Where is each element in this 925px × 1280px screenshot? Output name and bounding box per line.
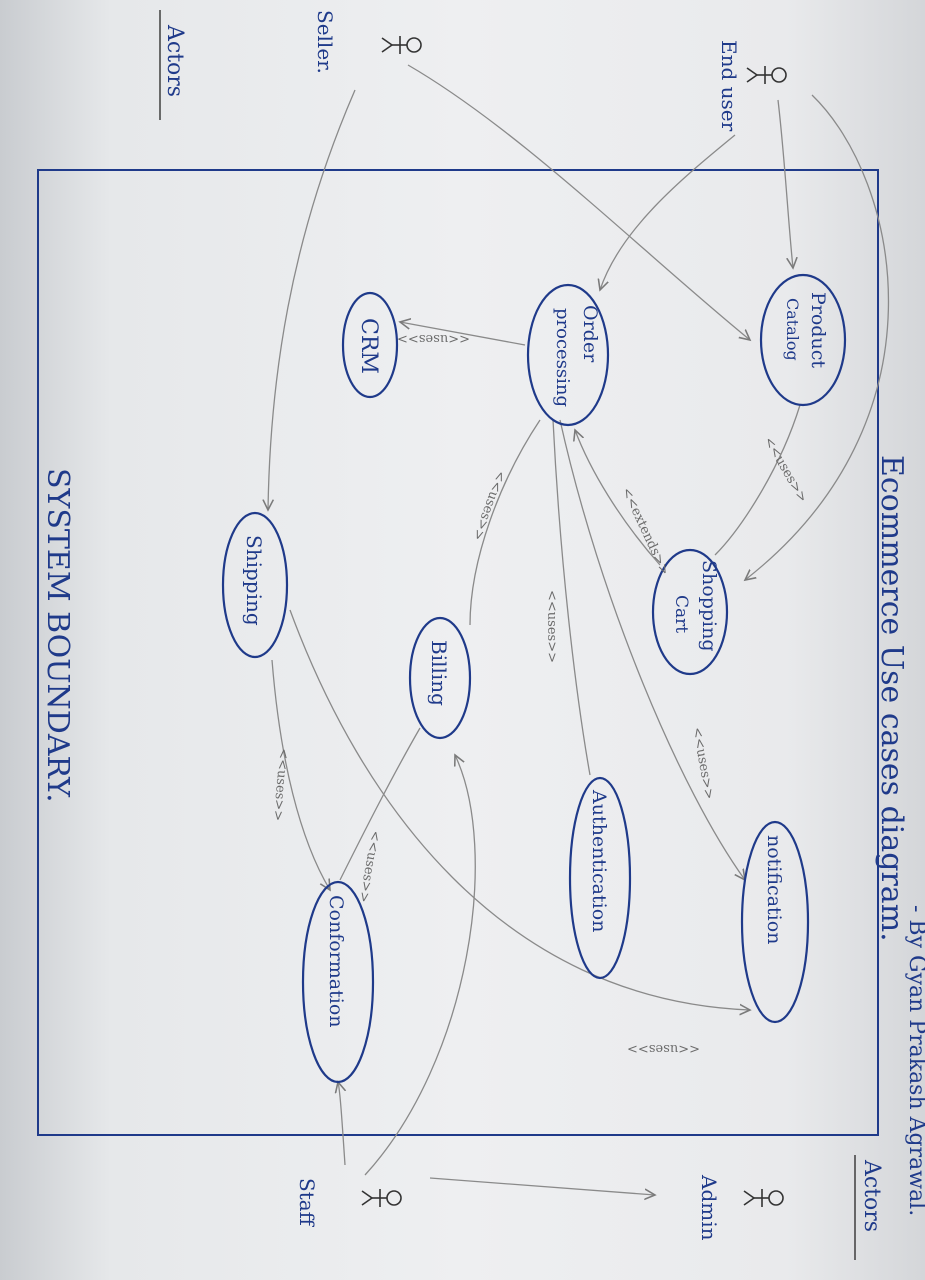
line-billing-conf (339, 727, 421, 881)
connector-lines (268, 64, 890, 1195)
line-cart-order (575, 430, 661, 566)
rel-uses-bottom: <<uses>> (627, 1041, 700, 1056)
author-label: - By Gyan Prakash Agrawal. (904, 905, 925, 1216)
rel-uses-billing: <<uses>> (469, 469, 508, 543)
confirmation-label: Conformation (325, 895, 347, 1028)
line-order-billing (469, 419, 541, 626)
use-case-notification (740, 820, 810, 1024)
actors-left-header: Actors (162, 24, 187, 97)
line-order-notif (559, 419, 745, 880)
use-case-confirmation (301, 880, 375, 1084)
actor-end-user-icon (746, 66, 787, 84)
actor-staff-icon (361, 1189, 402, 1207)
line-shipping-notif (289, 609, 750, 1010)
shopping-cart-label-2: Cart (671, 595, 691, 633)
rel-uses-notif: <<uses>> (689, 726, 716, 800)
actor-seller-label: Seller. (313, 10, 337, 74)
use-case-crm (341, 291, 399, 399)
authentication-label: Authentication (588, 789, 610, 932)
system-boundary (37, 169, 879, 1136)
product-catalog-label-1: Product (807, 292, 829, 368)
actor-seller-icon (381, 36, 422, 54)
line-shipping-conf (271, 659, 330, 890)
shipping-label: Shipping (242, 535, 266, 626)
shopping-cart-label-1: Shopping (698, 560, 720, 652)
line-staff-conf (338, 1082, 345, 1166)
use-case-authentication (568, 776, 632, 980)
rel-uses-ship: <<uses>> (270, 748, 291, 822)
line-order-auth (552, 419, 591, 776)
line-enduser-cart (745, 94, 890, 580)
use-case-shopping-cart (651, 548, 729, 676)
line-admin-arrow (429, 1177, 655, 1195)
line-order-crm (400, 322, 526, 346)
use-case-shipping (221, 511, 289, 659)
rel-uses-crm: <<uses>> (397, 331, 470, 346)
product-catalog-label-2: Catalog (783, 298, 802, 361)
diagram-title: Ecommerce Use cases diagram. (874, 455, 909, 942)
line-staff-billing (364, 755, 476, 1176)
crm-label: CRM (356, 318, 381, 374)
rel-extends: <<extends>> (618, 485, 672, 577)
line-enduser-catalog (777, 99, 793, 268)
actor-staff-label: Staff (295, 1178, 319, 1228)
use-case-product-catalog (759, 273, 847, 407)
use-case-billing (408, 616, 472, 740)
order-processing-label-2: processing (552, 308, 573, 407)
line-seller-catalog (407, 64, 750, 340)
line-seller-shipping (268, 89, 356, 510)
billing-label: Billing (427, 640, 451, 706)
use-case-order-processing (526, 283, 610, 427)
rel-uses-auth: <<uses>> (544, 590, 559, 663)
notification-label: notification (763, 835, 785, 944)
actors-right-header: Actors (859, 1159, 884, 1232)
actor-admin-icon (743, 1189, 784, 1207)
system-boundary-label: SYSTEM BOUNDARY. (40, 468, 75, 803)
line-enduser-order (600, 134, 736, 290)
line-catalog-cart (714, 404, 801, 556)
actor-end-user-label: End user (717, 40, 741, 132)
actor-admin-label: Admin (697, 1174, 721, 1241)
order-processing-label-1: Order (579, 305, 601, 363)
